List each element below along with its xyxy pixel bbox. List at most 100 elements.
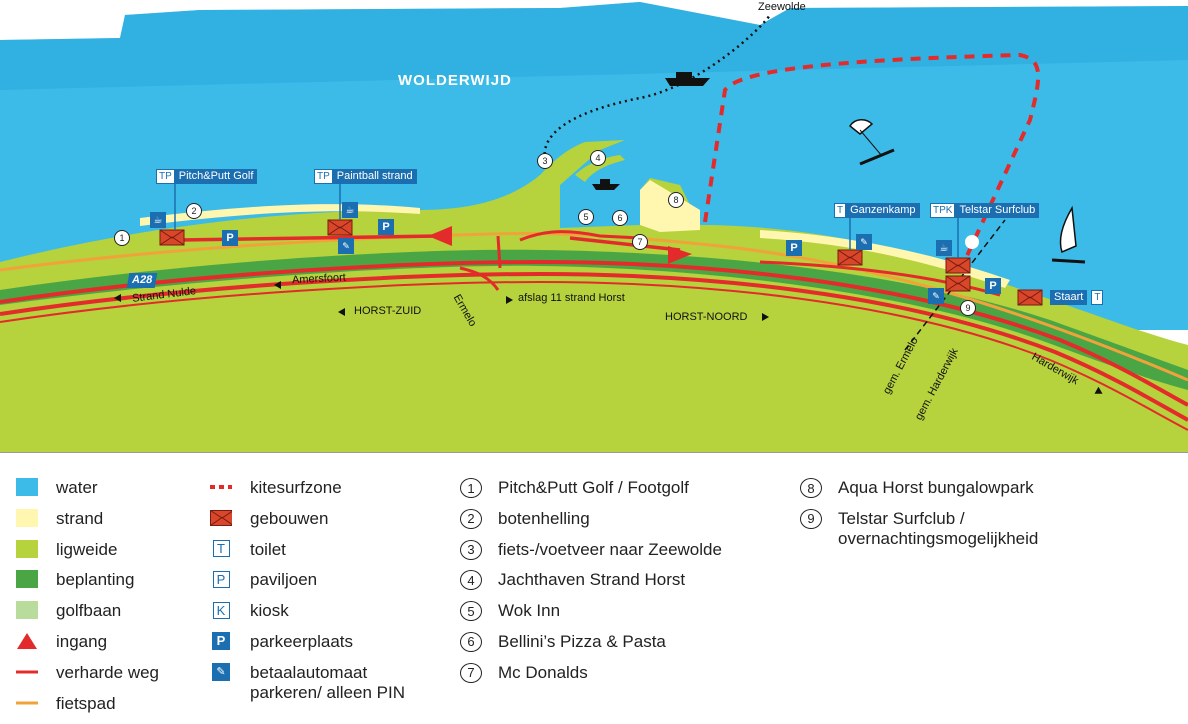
pavilion-icon: P: [210, 570, 232, 588]
legend-item-golfbaan: golfbaan: [16, 601, 159, 632]
legend-place-3: 3 fiets-/voetveer naar Zeewolde: [460, 539, 722, 571]
marker-1[interactable]: 1: [114, 230, 130, 246]
kitesurfer-icon: [849, 119, 895, 166]
legend-place-2: 2 botenhelling: [460, 508, 722, 540]
kiosk-cup-icon: ☕: [936, 240, 952, 256]
legend-place-8: 8 Aqua Horst bungalowpark: [800, 478, 1038, 509]
direction-east-icon: [762, 313, 769, 321]
legend-place-1: 1 Pitch&Putt Golf / Footgolf: [460, 478, 722, 509]
entrance-arrow-west: [428, 226, 452, 246]
marker-6[interactable]: 6: [612, 210, 628, 226]
direction-west-icon: [114, 294, 121, 302]
poi-name: Pitch&Putt Golf: [174, 169, 258, 184]
legend-item-beplanting: beplanting: [16, 570, 159, 601]
legend-item-parkeerplaats: P parkeerplaats: [210, 631, 405, 663]
harbour-pier: [575, 155, 625, 182]
legend-place-6: 6 Bellini’s Pizza & Pasta: [460, 631, 722, 663]
a28-road-shield: A28: [126, 273, 158, 288]
payment-machine-icon: ✎: [928, 288, 944, 304]
harbour-road: [496, 230, 641, 269]
parking-icon: P: [378, 219, 394, 235]
marker-8[interactable]: 8: [668, 192, 684, 208]
road-a28-north: [0, 259, 1188, 407]
label-horst-noord: HORST-NOORD: [665, 311, 748, 323]
parking-icon: P: [786, 240, 802, 256]
poi-telstar-surfclub[interactable]: TPK Telstar Surfclub: [930, 203, 1040, 218]
legend-place-5: 5 Wok Inn: [460, 601, 722, 632]
legend-item-betaalautomaat: ✎ betaalautomaat parkeren/ alleen PIN: [210, 662, 405, 721]
windsurfer-icon: [1051, 205, 1086, 264]
yacht-icon: [592, 179, 620, 190]
marker-2[interactable]: 2: [186, 203, 202, 219]
legend-item-ligweide: ligweide: [16, 539, 159, 571]
building-ganzenkamp: [837, 249, 863, 266]
legend-column-facilities: kitesurfzone gebouwen T toilet P paviljo…: [210, 478, 405, 721]
poi-code: T: [834, 203, 847, 218]
building-icon: [210, 509, 232, 527]
poi-ganzenkamp[interactable]: T Ganzenkamp: [834, 203, 920, 218]
payment-machine-icon: ✎: [856, 234, 872, 250]
poi-code: TP: [156, 169, 175, 184]
direction-east-icon: [506, 296, 513, 304]
strand-swatch: [16, 508, 38, 527]
legend-column-places-1: 1 Pitch&Putt Golf / Footgolf 2 botenhell…: [460, 478, 722, 694]
legend-item-strand: strand: [16, 508, 159, 540]
poi-name: Ganzenkamp: [846, 203, 920, 218]
kiosk-cup-icon: ☕: [342, 202, 358, 218]
label-amersfoort: Amersfoort: [291, 271, 347, 287]
poi-name: Staart: [1050, 290, 1088, 305]
marker-9[interactable]: 9: [960, 300, 976, 316]
legend-item-toilet: T toilet: [210, 540, 405, 571]
marker-7[interactable]: 7: [632, 234, 648, 250]
legend-item-kitesurfzone: kitesurfzone: [210, 478, 405, 509]
kitesurf-zone: [703, 52, 1041, 261]
legend-column-landuse: water strand ligweide beplanting golfbaa…: [16, 478, 159, 724]
legend-item-water: water: [16, 478, 159, 509]
ligweide-swatch: [16, 539, 38, 558]
poi-staart[interactable]: Staart T: [1044, 290, 1104, 305]
destination-zeewolde: Zeewolde: [758, 1, 806, 13]
bike-path-line-icon: [16, 694, 38, 712]
poi-name: Telstar Surfclub: [955, 203, 1040, 218]
legend-item-gebouwen: gebouwen: [210, 509, 405, 540]
label-horst-zuid: HORST-ZUID: [354, 305, 422, 317]
parking-icon: P: [210, 631, 232, 650]
water-deep: [0, 2, 1188, 90]
access-road-far-east: [759, 260, 1001, 297]
parking-icon: P: [222, 230, 238, 246]
marker-3[interactable]: 3: [537, 153, 553, 169]
building-paintball: [327, 219, 353, 236]
payment-machine-icon: ✎: [210, 662, 232, 681]
planting-strip: [0, 249, 1188, 390]
road-a28-south: [0, 271, 1188, 422]
legend-item-ingang: ingang: [16, 632, 159, 663]
legend-place-4: 4 Jachthaven Strand Horst: [460, 570, 722, 601]
label-afslag: afslag 11 strand Horst: [518, 292, 625, 304]
legend-column-places-2: 8 Aqua Horst bungalowpark 9 Telstar Surf…: [800, 478, 1038, 567]
land-ligweide: [0, 140, 1188, 452]
poi-paintball-strand[interactable]: TP Paintball strand: [314, 169, 417, 184]
direction-west-icon: [274, 281, 281, 289]
marker-4[interactable]: 4: [590, 150, 606, 166]
marker-5[interactable]: 5: [578, 209, 594, 225]
building-telstar-2: [945, 275, 971, 292]
toilet-icon: T: [210, 540, 232, 558]
map-legend: water strand ligweide beplanting golfbaa…: [0, 453, 1188, 720]
building-telstar-1: [945, 257, 971, 274]
legend-item-fietspad: fietspad: [16, 694, 159, 724]
ferry-boat-icon: [665, 72, 710, 86]
legend-item-paviljoen: P paviljoen: [210, 570, 405, 601]
entrance-triangle-icon: [16, 632, 38, 650]
beach-strip-east: [760, 230, 1010, 288]
beplanting-swatch: [16, 570, 38, 589]
building-pitch-putt: [159, 229, 185, 246]
building-staart: [1017, 289, 1043, 306]
map-canvas: [0, 0, 1188, 452]
kiosk-icon: K: [210, 601, 232, 619]
poi-name: Paintball strand: [332, 169, 417, 184]
poi-pitch-putt-golf[interactable]: TP Pitch&Putt Golf: [156, 169, 258, 184]
lake-name: WOLDERWIJD: [398, 72, 512, 89]
exit-ramp: [459, 266, 500, 291]
map-area: WOLDERWIJD Zeewolde A28 Strand Nulde Ame…: [0, 0, 1188, 452]
legend-item-verharde-weg: verharde weg: [16, 663, 159, 694]
